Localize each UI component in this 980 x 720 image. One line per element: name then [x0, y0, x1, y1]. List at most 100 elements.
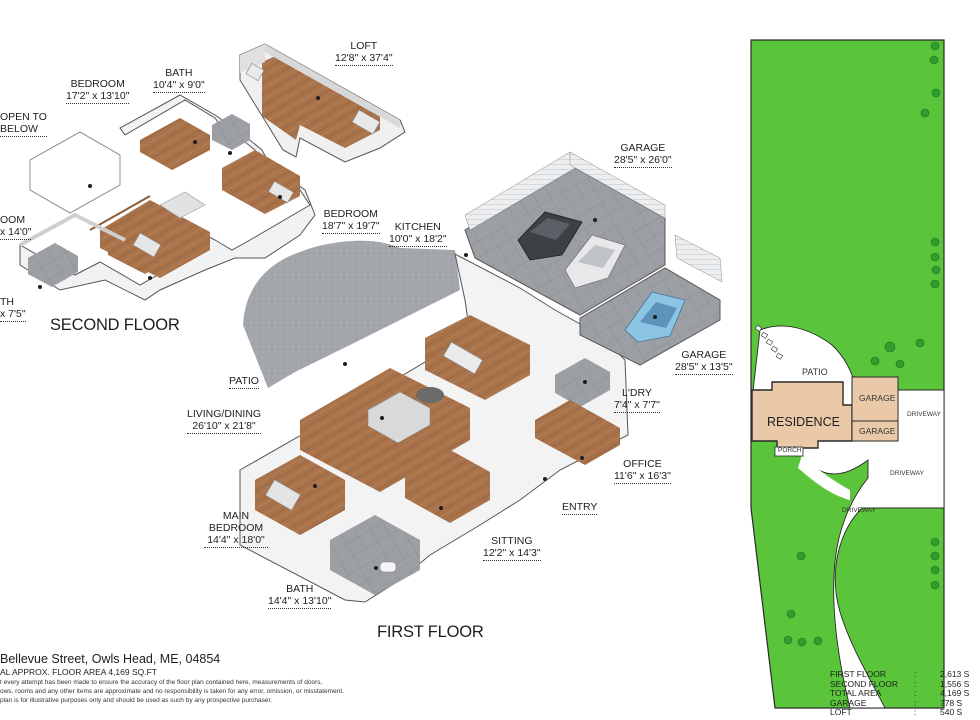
- room-label-bath-main: BATH 14'4" x 13'10": [268, 583, 332, 609]
- room-name: BATH: [165, 67, 193, 79]
- room-label-open-to-below: OPEN TO BELOW: [0, 111, 47, 137]
- room-label-laundry: L'DRY 7'4" x 7'7": [614, 387, 660, 413]
- room-name: LIVING/DINING: [187, 408, 262, 420]
- room-dims: 14'4" x 18'0": [204, 534, 268, 548]
- room-name: BEDROOM: [323, 208, 378, 220]
- area-label: SECOND FLOOR: [830, 678, 899, 689]
- room-dims: 10'0" x 18'2": [389, 233, 447, 247]
- room-dims: x 7'5": [0, 308, 26, 322]
- sofa-icon: [367, 391, 431, 444]
- room-dims: 28'5" x 26'0": [614, 154, 672, 168]
- site-label-garage-bottom: GARAGE: [859, 426, 896, 436]
- room-label-bath-left-cropped: TH x 7'5": [0, 296, 26, 322]
- room-name: OPEN TO: [0, 111, 47, 123]
- room-label-patio: PATIO: [229, 375, 259, 389]
- approx-floor-area: AL APPROX. FLOOR AREA 4,169 SQ.FT: [0, 667, 157, 677]
- loft-room: [239, 43, 406, 163]
- area-value: 2,613 S: [940, 669, 970, 679]
- first-floor-drawing: [239, 151, 723, 603]
- tree-icon: [783, 41, 941, 647]
- room-dims: 17'2" x 13'10": [66, 90, 130, 104]
- room-name: LOFT: [350, 40, 378, 52]
- area-sep: :: [914, 688, 917, 698]
- area-label: GARAGE: [830, 697, 867, 708]
- area-row: LOFT : 540 S: [830, 707, 980, 718]
- first-floor-title: FIRST FLOOR: [377, 623, 484, 641]
- area-row: SECOND FLOOR : 1,556 S: [830, 678, 980, 690]
- room-label-bedroom-left-cropped: OOM x 14'0": [0, 214, 32, 240]
- bed-icon: [265, 479, 301, 511]
- room-dims: 11'6" x 16'3": [614, 470, 671, 484]
- room-dims: 10'4" x 9'0": [153, 79, 205, 93]
- room-name: ENTRY: [562, 501, 598, 515]
- sofa-icon: [351, 109, 381, 135]
- room-dims: 28'5" x 13'5": [675, 361, 733, 375]
- room-name: PATIO: [229, 375, 259, 389]
- room-label-garage-main: GARAGE 28'5" x 26'0": [614, 142, 672, 168]
- site-label-patio: PATIO: [802, 367, 828, 377]
- room-label-bedroom-upper: BEDROOM 17'2" x 13'10": [66, 78, 130, 104]
- area-value: 4,169 S: [940, 688, 970, 698]
- disclaimer-line: plan is for illustrative purposes only a…: [0, 697, 273, 704]
- room-name: BATH: [286, 583, 314, 595]
- room-dims: 7'4" x 7'7": [614, 399, 660, 413]
- area-sep: :: [914, 697, 917, 708]
- site-label-driveway-1: DRIVEWAY: [907, 411, 941, 418]
- room-label-office: OFFICE 11'6" x 16'3": [614, 458, 671, 484]
- area-summary-table: FIRST FLOOR : 2,613 S SECOND FLOOR : 1,5…: [830, 669, 980, 718]
- area-label: TOTAL AREA: [830, 688, 882, 698]
- bed-icon: [268, 180, 294, 204]
- room-label-bedroom-right: BEDROOM 18'7" x 19'7": [322, 208, 380, 234]
- room-dims: BELOW: [0, 123, 47, 137]
- garage-secondary: [579, 234, 723, 366]
- area-row: GARAGE : 778 S: [830, 697, 980, 709]
- disclaimer-line: t every attempt has been made to ensure …: [0, 679, 323, 686]
- site-label-residence: RESIDENCE: [767, 415, 840, 429]
- area-value: 778 S: [940, 697, 963, 708]
- site-label-garage-top: GARAGE: [859, 393, 896, 403]
- second-floor-title: SECOND FLOOR: [50, 316, 180, 334]
- room-name: KITCHEN: [394, 221, 441, 233]
- area-label: FIRST FLOOR: [830, 669, 887, 679]
- area-row: TOTAL AREA : 4,169 S: [830, 688, 980, 699]
- room-name: GARAGE: [620, 142, 666, 154]
- room-name: L'DRY: [622, 387, 652, 399]
- room-dims: 18'7" x 19'7": [322, 220, 380, 234]
- room-name: MAIN BEDROOM: [208, 510, 264, 534]
- second-floor-rooms: [19, 94, 316, 301]
- area-value: 540 S: [940, 707, 963, 717]
- room-name: SITTING: [491, 535, 533, 547]
- room-label-living-dining: LIVING/DINING 26'10" x 21'8": [187, 408, 262, 434]
- patio-area: [243, 240, 460, 388]
- room-dims: 12'2" x 14'3": [483, 547, 541, 561]
- room-dims: x 14'0": [0, 226, 32, 240]
- area-row: FIRST FLOOR : 2,613 S: [830, 669, 980, 680]
- room-dims: 12'8" x 37'4": [335, 52, 393, 66]
- room-label-entry: ENTRY: [562, 501, 598, 515]
- room-name: OOM: [0, 214, 26, 226]
- property-address: Bellevue Street, Owls Head, ME, 04854: [0, 652, 221, 666]
- floor-plan-drawing: [19, 39, 945, 709]
- room-name: BEDROOM: [70, 78, 125, 90]
- room-label-loft: LOFT 12'8" x 37'4": [335, 40, 393, 66]
- area-sep: :: [914, 669, 917, 679]
- area-sep: :: [914, 707, 917, 717]
- site-label-porch: PORCH: [778, 447, 802, 454]
- room-label-kitchen: KITCHEN 10'0" x 18'2": [389, 221, 447, 247]
- room-dims: 26'10" x 21'8": [187, 420, 262, 434]
- room-name: OFFICE: [623, 458, 662, 470]
- room-name: GARAGE: [681, 349, 727, 361]
- room-label-sitting: SITTING 12'2" x 14'3": [483, 535, 541, 561]
- room-name: TH: [0, 296, 14, 308]
- disclaimer-line: ows, rooms and any other items are appro…: [0, 688, 344, 695]
- area-value: 1,556 S: [940, 678, 970, 689]
- room-label-main-bedroom: MAIN BEDROOM 14'4" x 18'0": [204, 510, 268, 548]
- car-icon: [564, 234, 626, 289]
- site-plan-drawing: [750, 39, 945, 709]
- room-label-bath-upper: BATH 10'4" x 9'0": [153, 67, 205, 93]
- second-floor-drawing: [19, 43, 406, 301]
- site-label-driveway-3: DRIVEWAY: [842, 507, 876, 514]
- area-sep: :: [914, 678, 917, 689]
- garage-main: [464, 151, 666, 316]
- area-label: LOFT: [830, 707, 852, 717]
